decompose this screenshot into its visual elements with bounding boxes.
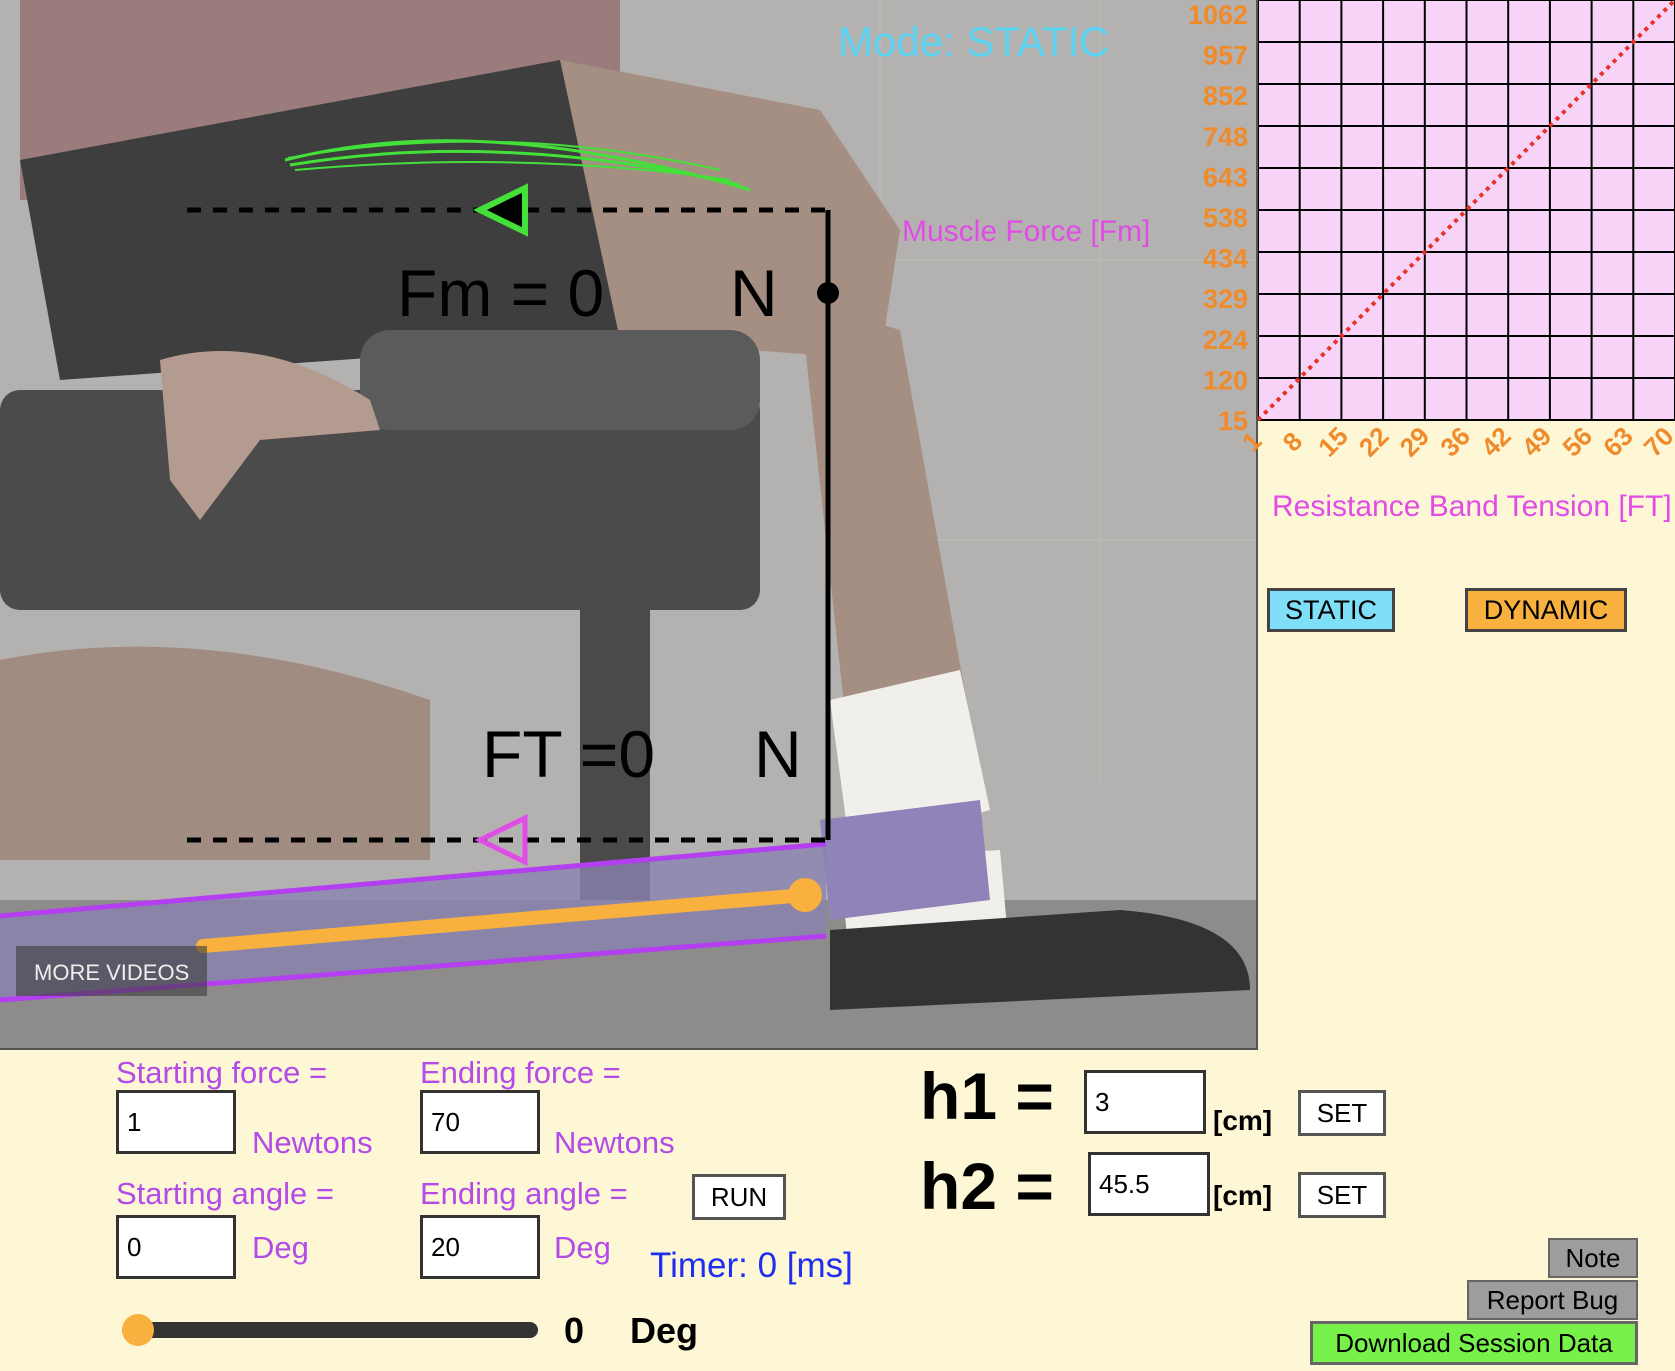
angle-value: 0 [564, 1310, 585, 1351]
x-axis-label: Resistance Band Tension [FT] [1272, 490, 1672, 523]
h1-label: h1 = [920, 1059, 1054, 1133]
ending-force-input[interactable] [420, 1090, 540, 1154]
angle-slider-track[interactable] [122, 1322, 538, 1338]
starting-force-label: Starting force = [116, 1055, 328, 1090]
h2-input[interactable] [1088, 1152, 1210, 1216]
dynamic-mode-button[interactable]: DYNAMIC [1465, 588, 1627, 632]
exercise-video[interactable]: Mode: STATIC Muscle Force [Fm] Fm = 0 N … [0, 0, 1258, 1050]
static-mode-button[interactable]: STATIC [1267, 588, 1395, 632]
starting-force-unit: Newtons [252, 1125, 373, 1160]
fm-unit: N [730, 256, 778, 330]
ending-angle-unit: Deg [554, 1230, 611, 1265]
starting-angle-input[interactable] [116, 1215, 236, 1279]
chart-svg [1256, 0, 1675, 422]
timer-display: Timer: 0 [ms] [650, 1246, 853, 1285]
note-button[interactable]: Note [1548, 1238, 1638, 1278]
h2-set-button[interactable]: SET [1298, 1172, 1386, 1218]
ft-unit: N [754, 717, 802, 791]
h2-unit: [cm] [1213, 1180, 1273, 1211]
ft-value: FT =0 [482, 717, 656, 791]
mode-label: Mode: STATIC [838, 18, 1110, 65]
h1-set-button[interactable]: SET [1298, 1090, 1386, 1136]
angle-slider-thumb[interactable] [122, 1314, 154, 1346]
ending-angle-label: Ending angle = [420, 1176, 628, 1211]
muscle-force-label: Muscle Force [Fm] [902, 215, 1151, 248]
starting-angle-unit: Deg [252, 1230, 309, 1265]
video-scene [0, 0, 1256, 1048]
more-videos-button[interactable]: MORE VIDEOS [16, 946, 208, 996]
ending-angle-input[interactable] [420, 1215, 540, 1279]
run-button[interactable]: RUN [692, 1174, 786, 1220]
ending-force-unit: Newtons [554, 1125, 675, 1160]
starting-force-input[interactable] [116, 1090, 236, 1154]
angle-unit: Deg [630, 1310, 699, 1351]
h1-input[interactable] [1084, 1070, 1206, 1134]
h1-unit: [cm] [1213, 1105, 1273, 1136]
ending-force-label: Ending force = [420, 1055, 621, 1090]
fm-value: Fm = 0 [397, 256, 605, 330]
h2-label: h2 = [920, 1149, 1054, 1223]
force-tension-chart [1256, 0, 1675, 520]
report-bug-button[interactable]: Report Bug [1467, 1280, 1638, 1320]
starting-angle-label: Starting angle = [116, 1176, 335, 1211]
download-session-data-button[interactable]: Download Session Data [1310, 1321, 1638, 1365]
